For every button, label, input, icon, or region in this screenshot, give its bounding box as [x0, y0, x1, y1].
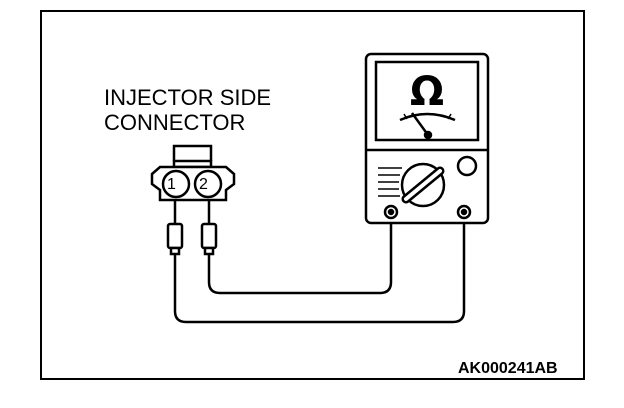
- figure-border: [40, 10, 585, 380]
- pin-2-label: 2: [199, 176, 208, 193]
- meter-needle: [410, 112, 430, 136]
- connector-label-line2: CONNECTOR: [104, 110, 246, 135]
- wire-pin2: [207, 214, 393, 295]
- zero-adjust-knob: [456, 155, 478, 177]
- connector-icon: [150, 144, 236, 202]
- meter-scale: [399, 112, 456, 122]
- connector-label-line1: INJECTOR SIDE: [104, 85, 272, 110]
- ohmmeter-icon: [364, 52, 490, 225]
- wire-pin1: [173, 214, 466, 324]
- probe-tip-1: [166, 222, 184, 250]
- meter-display: [374, 60, 480, 142]
- figure-code: AK000241AB: [458, 360, 558, 377]
- wire-harness: [173, 214, 466, 324]
- probe-tip-2: [200, 222, 218, 250]
- pin-1-label: 1: [167, 176, 176, 193]
- probe-leads: [166, 198, 218, 256]
- ohm-symbol: Ω: [410, 69, 444, 115]
